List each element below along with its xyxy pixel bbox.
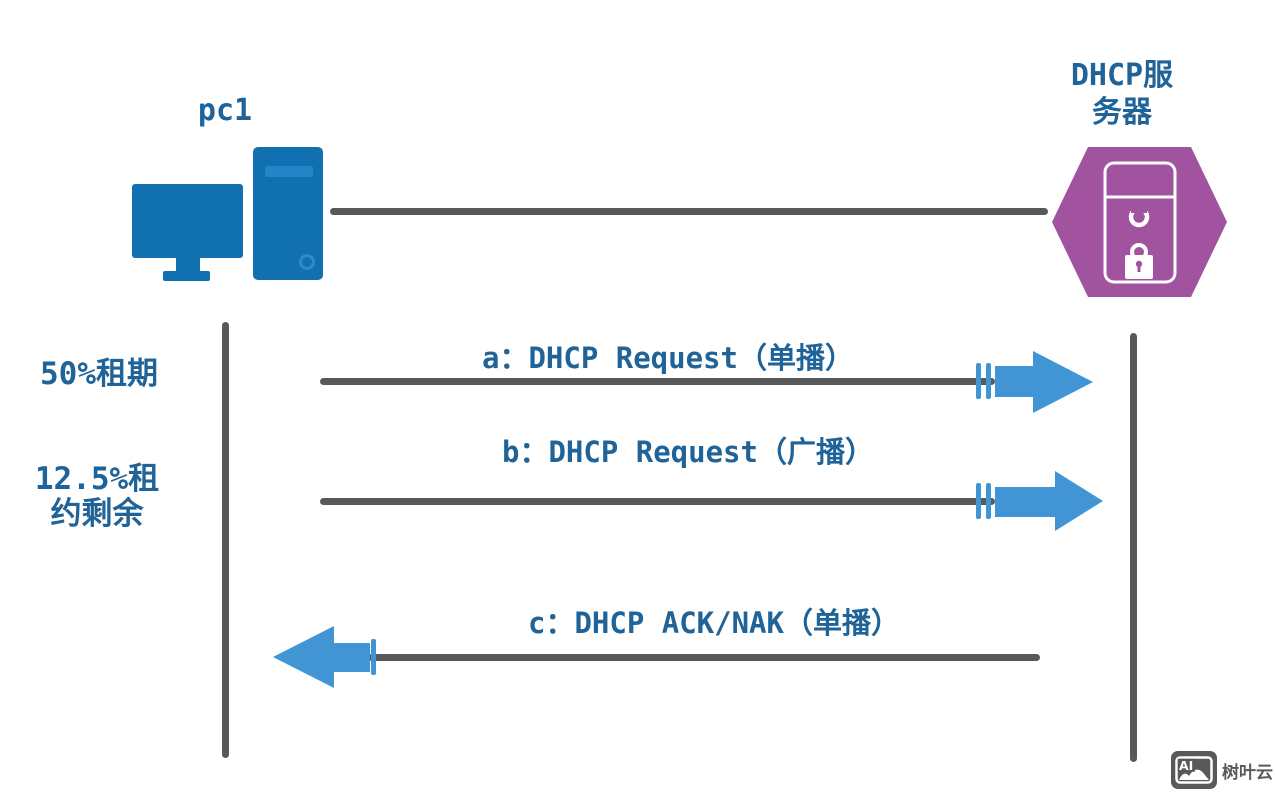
- pc1-lifeline: [222, 322, 229, 758]
- dhcp-server-label-line1: DHCP服: [1070, 58, 1174, 93]
- server-body-outline: [1103, 161, 1177, 284]
- desktop-pc-icon: [132, 147, 323, 281]
- network-link-line: [330, 208, 1048, 215]
- pc-tower: [253, 147, 323, 280]
- lock-keyhole-slot: [1137, 265, 1141, 272]
- message-a-arrow-body: [995, 366, 1033, 397]
- message-a-line: [320, 378, 995, 385]
- message-c-arrow-body: [334, 643, 370, 672]
- hexagon-shape: [1052, 147, 1227, 297]
- message-a-label: a：DHCP Request（单播）: [482, 341, 854, 375]
- watermark: AI 树叶云: [1171, 751, 1273, 789]
- message-c-tick: [371, 639, 376, 675]
- photo-frame-outline: [1175, 756, 1213, 784]
- message-a-tick: [986, 363, 991, 399]
- watermark-brand-label: 树叶云: [1222, 762, 1273, 783]
- right-arrow-icon: [1033, 351, 1093, 413]
- monitor-base: [163, 271, 210, 281]
- message-b-line: [320, 498, 995, 505]
- left-arrow-icon: [273, 626, 334, 688]
- lease-50-percent-note: 50%租期: [40, 356, 158, 392]
- pc1-actor-label: pc1: [197, 93, 253, 128]
- lease-12-5-percent-note: 12.5%租 约剩余: [35, 462, 159, 532]
- dhcp-server-lifeline: [1130, 333, 1137, 762]
- message-b-tick: [976, 483, 981, 519]
- hexagon-server-lock-icon: [1052, 147, 1227, 297]
- mountain-shape: [1179, 769, 1209, 780]
- ai-text-backing: [1177, 758, 1195, 772]
- crescent-notch: [1131, 204, 1147, 213]
- message-a-tick: [976, 363, 981, 399]
- monitor-neck: [176, 256, 200, 274]
- message-b-label: b：DHCP Request（广播）: [502, 435, 874, 469]
- lease-12-5-note-line1: 12.5%租: [34, 461, 160, 497]
- dhcp-server-label-line2: 务器: [1092, 95, 1152, 130]
- right-arrow-icon: [1055, 471, 1103, 531]
- message-b-tick: [986, 483, 991, 519]
- message-b-arrow-body: [995, 487, 1055, 517]
- lease-12-5-note-line2: 约剩余: [50, 496, 144, 532]
- tower-drive-slot: [265, 166, 313, 177]
- dhcp-server-actor-label: DHCP服 务器: [1071, 57, 1173, 131]
- tower-power-button: [299, 254, 315, 270]
- message-c-line: [368, 654, 1040, 661]
- lock-keyhole: [1135, 260, 1143, 268]
- monitor-screen: [132, 184, 243, 258]
- ai-badge-text: AI: [1179, 758, 1193, 773]
- message-c-label: c：DHCP ACK/NAK（单播）: [528, 606, 900, 640]
- ai-image-icon: AI: [1171, 751, 1217, 789]
